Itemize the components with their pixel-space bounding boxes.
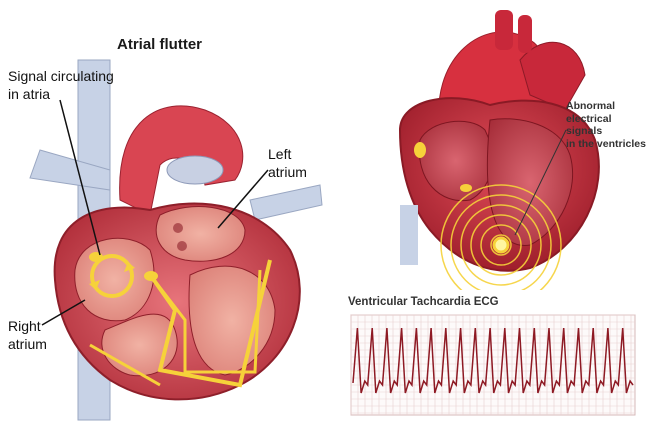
ecg-strip [345, 293, 645, 418]
atrial-flutter-illustration [0, 0, 330, 423]
aorta-opening [167, 156, 223, 184]
ectopic-focus [494, 238, 508, 252]
atrial-flutter-title: Atrial flutter [117, 36, 202, 53]
left-atrium-chamber [156, 207, 245, 262]
abnormal-signals-label: Abnormal electrical signals in the ventr… [566, 100, 649, 150]
pulmonary-veins-right [250, 185, 322, 220]
ecg-graph [345, 293, 645, 418]
right-atrium-label: Right atrium [8, 317, 68, 353]
sa-node [89, 252, 103, 262]
signal-circulating-label: Signal circulating in atria [8, 67, 148, 103]
left-atrium-label: Left atrium [268, 145, 328, 181]
atrial-flutter-heart [0, 0, 330, 423]
right-atrium-chamber [75, 238, 154, 320]
